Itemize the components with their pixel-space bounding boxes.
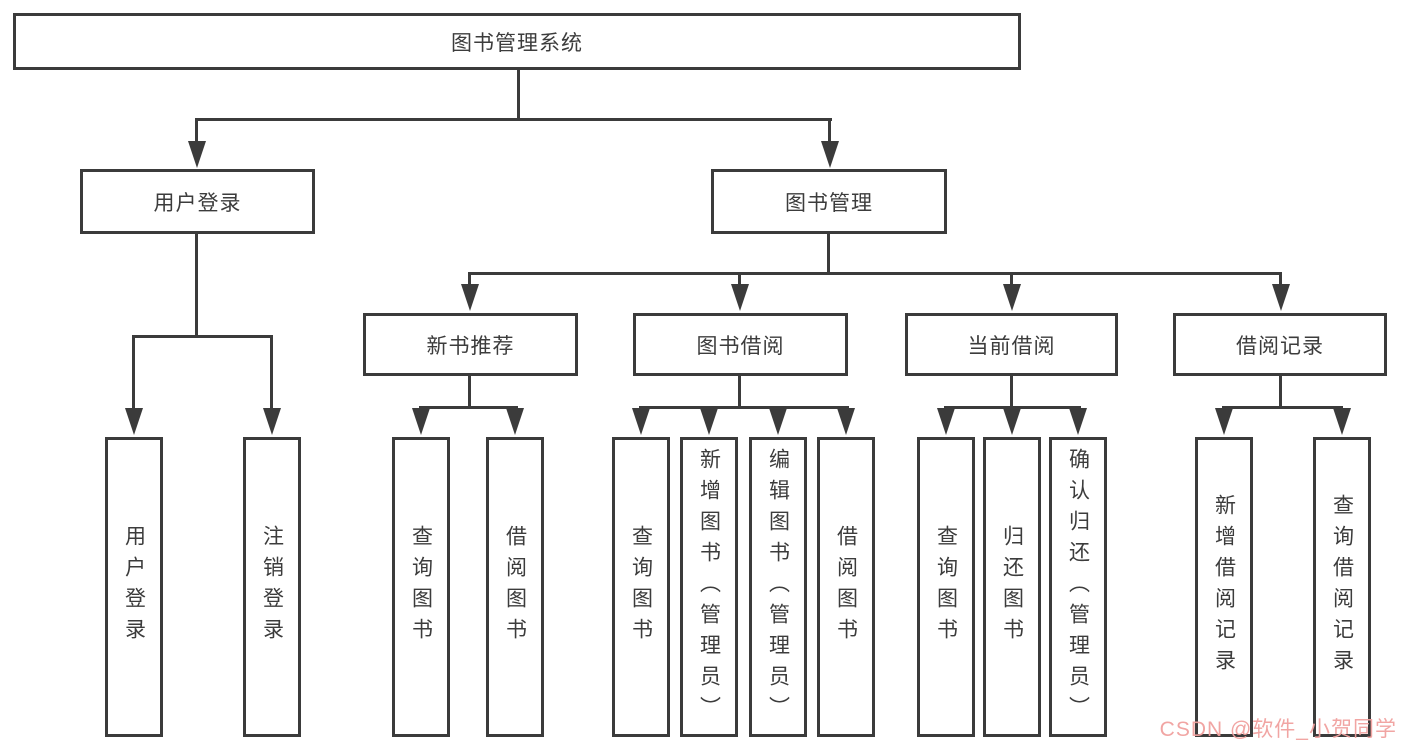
arrow-down-icon bbox=[731, 284, 749, 311]
arrow-down-icon bbox=[837, 408, 855, 435]
connector-line bbox=[195, 118, 832, 121]
node-book-management: 图书管理 bbox=[711, 169, 947, 234]
arrow-down-icon bbox=[769, 408, 787, 435]
node-user-login: 用户登录 bbox=[80, 169, 315, 234]
node-new-book-recommendation: 新书推荐 bbox=[363, 313, 578, 376]
node-book-borrowing: 图书借阅 bbox=[633, 313, 848, 376]
connector-line bbox=[1010, 376, 1013, 408]
leaf-query-books-borrow: 查询图书 bbox=[612, 437, 670, 737]
leaf-query-books-current: 查询图书 bbox=[917, 437, 975, 737]
leaf-add-borrow-record: 新增借阅记录 bbox=[1195, 437, 1253, 737]
arrow-down-icon bbox=[937, 408, 955, 435]
connector-line bbox=[468, 272, 471, 286]
connector-line bbox=[1279, 376, 1282, 408]
arrow-down-icon bbox=[700, 408, 718, 435]
leaf-add-book-admin: 新增图书（管理员） bbox=[680, 437, 738, 737]
connector-line bbox=[132, 335, 135, 409]
arrow-down-icon bbox=[632, 408, 650, 435]
connector-line bbox=[738, 272, 741, 286]
connector-line bbox=[195, 234, 198, 337]
leaf-borrow-books: 借阅图书 bbox=[817, 437, 875, 737]
arrow-down-icon bbox=[412, 408, 430, 435]
node-library-management-system: 图书管理系统 bbox=[13, 13, 1021, 70]
connector-line bbox=[1279, 272, 1282, 286]
leaf-return-books: 归还图书 bbox=[983, 437, 1041, 737]
leaf-borrow-books-recommend: 借阅图书 bbox=[486, 437, 544, 737]
connector-line bbox=[517, 70, 520, 120]
leaf-query-borrow-record: 查询借阅记录 bbox=[1313, 437, 1371, 737]
leaf-confirm-return-admin: 确认归还（管理员） bbox=[1049, 437, 1107, 737]
node-borrowing-records: 借阅记录 bbox=[1173, 313, 1387, 376]
connector-line bbox=[195, 118, 198, 142]
watermark: CSDN @软件_小贺同学 bbox=[1159, 718, 1397, 741]
connector-line bbox=[270, 335, 273, 409]
connector-line bbox=[468, 272, 1282, 275]
connector-line bbox=[944, 406, 1081, 409]
connector-line bbox=[468, 376, 471, 408]
connector-line bbox=[827, 234, 830, 274]
arrow-down-icon bbox=[1215, 408, 1233, 435]
arrow-down-icon bbox=[1003, 284, 1021, 311]
arrow-down-icon bbox=[1069, 408, 1087, 435]
arrow-down-icon bbox=[263, 408, 281, 435]
connector-line bbox=[738, 376, 741, 408]
arrow-down-icon bbox=[1333, 408, 1351, 435]
arrow-down-icon bbox=[821, 141, 839, 168]
connector-line bbox=[132, 335, 273, 338]
arrow-down-icon bbox=[461, 284, 479, 311]
arrow-down-icon bbox=[506, 408, 524, 435]
connector-line bbox=[1222, 406, 1343, 409]
connector-line bbox=[639, 406, 849, 409]
arrow-down-icon bbox=[125, 408, 143, 435]
leaf-query-books-recommend: 查询图书 bbox=[392, 437, 450, 737]
arrow-down-icon bbox=[188, 141, 206, 168]
arrow-down-icon bbox=[1272, 284, 1290, 311]
connector-line bbox=[828, 118, 831, 142]
connector-line bbox=[1010, 272, 1013, 286]
connector-line bbox=[419, 406, 518, 409]
arrow-down-icon bbox=[1003, 408, 1021, 435]
node-current-borrowing: 当前借阅 bbox=[905, 313, 1118, 376]
leaf-logout: 注销登录 bbox=[243, 437, 301, 737]
leaf-edit-book-admin: 编辑图书（管理员） bbox=[749, 437, 807, 737]
leaf-user-login: 用户登录 bbox=[105, 437, 163, 737]
